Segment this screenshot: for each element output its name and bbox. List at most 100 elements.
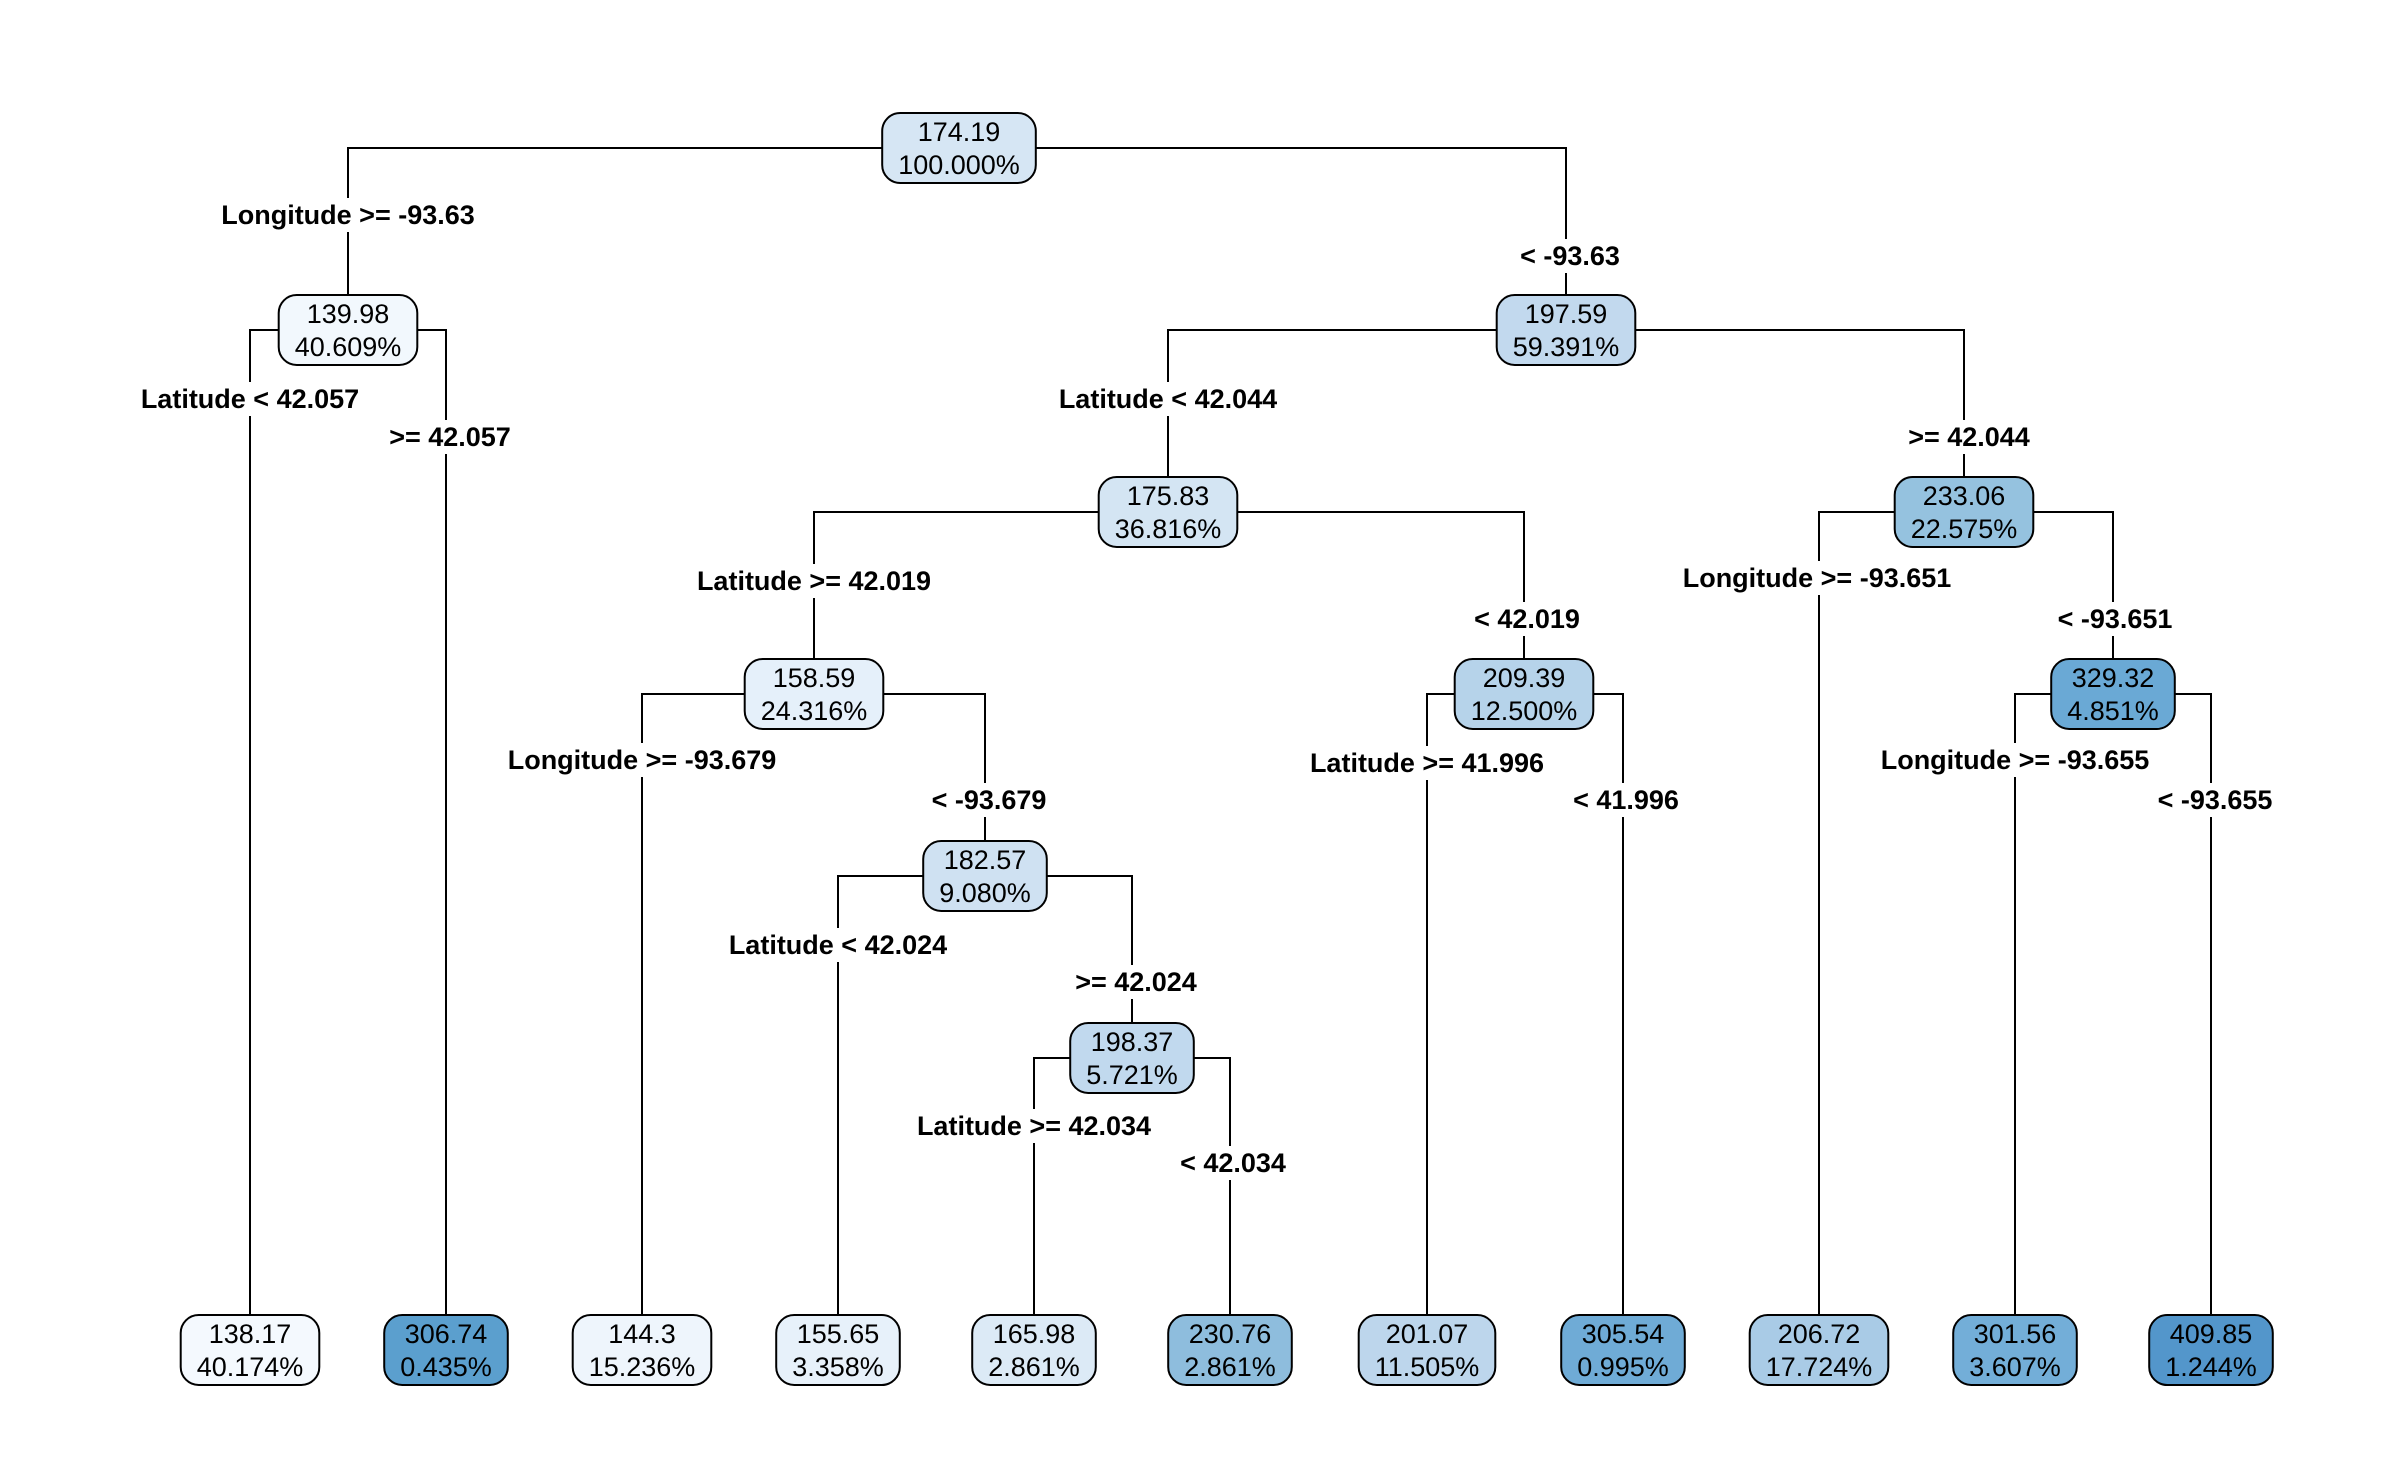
split-label-bg <box>385 420 515 454</box>
split-label-bg <box>1569 783 1683 817</box>
node-box <box>1893 476 2035 548</box>
node-box <box>1952 1314 2078 1386</box>
node-box <box>571 1314 713 1386</box>
split-label-bg <box>724 928 952 962</box>
node-mean-value: 138.17 <box>209 1319 292 1349</box>
node-mean-value: 197.59 <box>1525 299 1608 329</box>
node-box <box>1748 1314 1890 1386</box>
node-box <box>1069 1022 1195 1094</box>
split-label-bg <box>217 198 479 232</box>
node-percent: 5.721% <box>1086 1060 1178 1090</box>
split-label-bg <box>503 743 781 777</box>
leaf-node: 165.982.861% <box>971 1314 1097 1386</box>
split-label-bg <box>927 783 1051 817</box>
node-percent: 1.244% <box>2165 1352 2257 1382</box>
node-mean-value: 233.06 <box>1923 481 2006 511</box>
node-percent: 12.500% <box>1471 696 1578 726</box>
edge-n2-n3 <box>1167 329 1566 477</box>
node-percent: 15.236% <box>589 1352 696 1382</box>
split-label-bg <box>1470 602 1584 636</box>
split-label: Latitude < 42.044 <box>1059 384 1277 414</box>
split-label: >= 42.044 <box>1908 422 2030 452</box>
node-box <box>2148 1314 2274 1386</box>
split-label: < 42.019 <box>1474 604 1580 634</box>
split-label: Latitude < 42.057 <box>141 384 359 414</box>
edge-n6-l7 <box>1426 693 1524 1315</box>
split-label: Longitude >= -93.63 <box>221 200 475 230</box>
node-percent: 3.358% <box>792 1352 884 1382</box>
leaf-node: 409.851.244% <box>2148 1314 2274 1386</box>
node-percent: 2.861% <box>988 1352 1080 1382</box>
node-box <box>922 840 1048 912</box>
split-label: Latitude >= 41.996 <box>1310 748 1544 778</box>
edge-n9-l5 <box>1033 1057 1132 1315</box>
node-box <box>1167 1314 1293 1386</box>
split-label-bg <box>1876 743 2154 777</box>
node-box <box>1097 476 1239 548</box>
leaf-node: 306.740.435% <box>383 1314 509 1386</box>
leaf-node: 230.762.861% <box>1167 1314 1293 1386</box>
node-box <box>775 1314 901 1386</box>
node-percent: 40.174% <box>197 1352 304 1382</box>
split-label-bg <box>1176 1146 1290 1180</box>
split-label: Longitude >= -93.679 <box>508 745 777 775</box>
split-label-bg <box>1904 420 2034 454</box>
edge-n7-l10 <box>2014 693 2113 1315</box>
leaf-node: 144.315.236% <box>571 1314 713 1386</box>
split-label-bg <box>1305 746 1549 780</box>
node-percent: 4.851% <box>2067 696 2159 726</box>
edge-n0-n2 <box>959 147 1567 295</box>
split-label: < -93.679 <box>932 785 1047 815</box>
split-label: Latitude >= 42.019 <box>697 566 931 596</box>
node-mean-value: 201.07 <box>1386 1319 1469 1349</box>
node-mean-value: 174.19 <box>918 117 1001 147</box>
split-label-bg <box>1516 239 1624 273</box>
node-percent: 17.724% <box>1766 1352 1873 1382</box>
node-percent: 100.000% <box>898 150 1020 180</box>
split-label-bg <box>692 564 936 598</box>
node-box <box>1560 1314 1686 1386</box>
node-mean-value: 198.37 <box>1091 1027 1174 1057</box>
node-mean-value: 230.76 <box>1189 1319 1272 1349</box>
split-label: < 42.034 <box>1180 1148 1286 1178</box>
leaf-node: 305.540.995% <box>1560 1314 1686 1386</box>
node-box <box>2050 658 2176 730</box>
node-box <box>383 1314 509 1386</box>
split-label-bg <box>1071 965 1201 999</box>
tree-edges <box>249 147 2212 1315</box>
node-box <box>1357 1314 1497 1386</box>
split-label-bg <box>2153 783 2277 817</box>
split-label: Longitude >= -93.651 <box>1683 563 1952 593</box>
node-mean-value: 306.74 <box>405 1319 488 1349</box>
node-box <box>277 294 419 366</box>
split-label-bg <box>136 382 364 416</box>
node-percent: 0.995% <box>1577 1352 1669 1382</box>
node-box <box>179 1314 321 1386</box>
node-mean-value: 155.65 <box>797 1319 880 1349</box>
node-mean-value: 158.59 <box>773 663 856 693</box>
node-mean-value: 165.98 <box>993 1319 1076 1349</box>
split-label: < -93.651 <box>2058 604 2173 634</box>
split-label: Latitude < 42.024 <box>729 930 947 960</box>
split-label: Longitude >= -93.655 <box>1881 745 2150 775</box>
split-label: < -93.63 <box>1520 241 1620 271</box>
node-percent: 9.080% <box>939 878 1031 908</box>
node-mean-value: 206.72 <box>1778 1319 1861 1349</box>
node-mean-value: 329.32 <box>2072 663 2155 693</box>
node-box <box>971 1314 1097 1386</box>
node-percent: 36.816% <box>1115 514 1222 544</box>
node-percent: 24.316% <box>761 696 868 726</box>
node-box <box>881 112 1037 184</box>
node-percent: 22.575% <box>1911 514 2018 544</box>
node-percent: 3.607% <box>1969 1352 2061 1382</box>
split-label: Latitude >= 42.034 <box>917 1111 1151 1141</box>
node-mean-value: 409.85 <box>2170 1319 2253 1349</box>
node-percent: 59.391% <box>1513 332 1620 362</box>
